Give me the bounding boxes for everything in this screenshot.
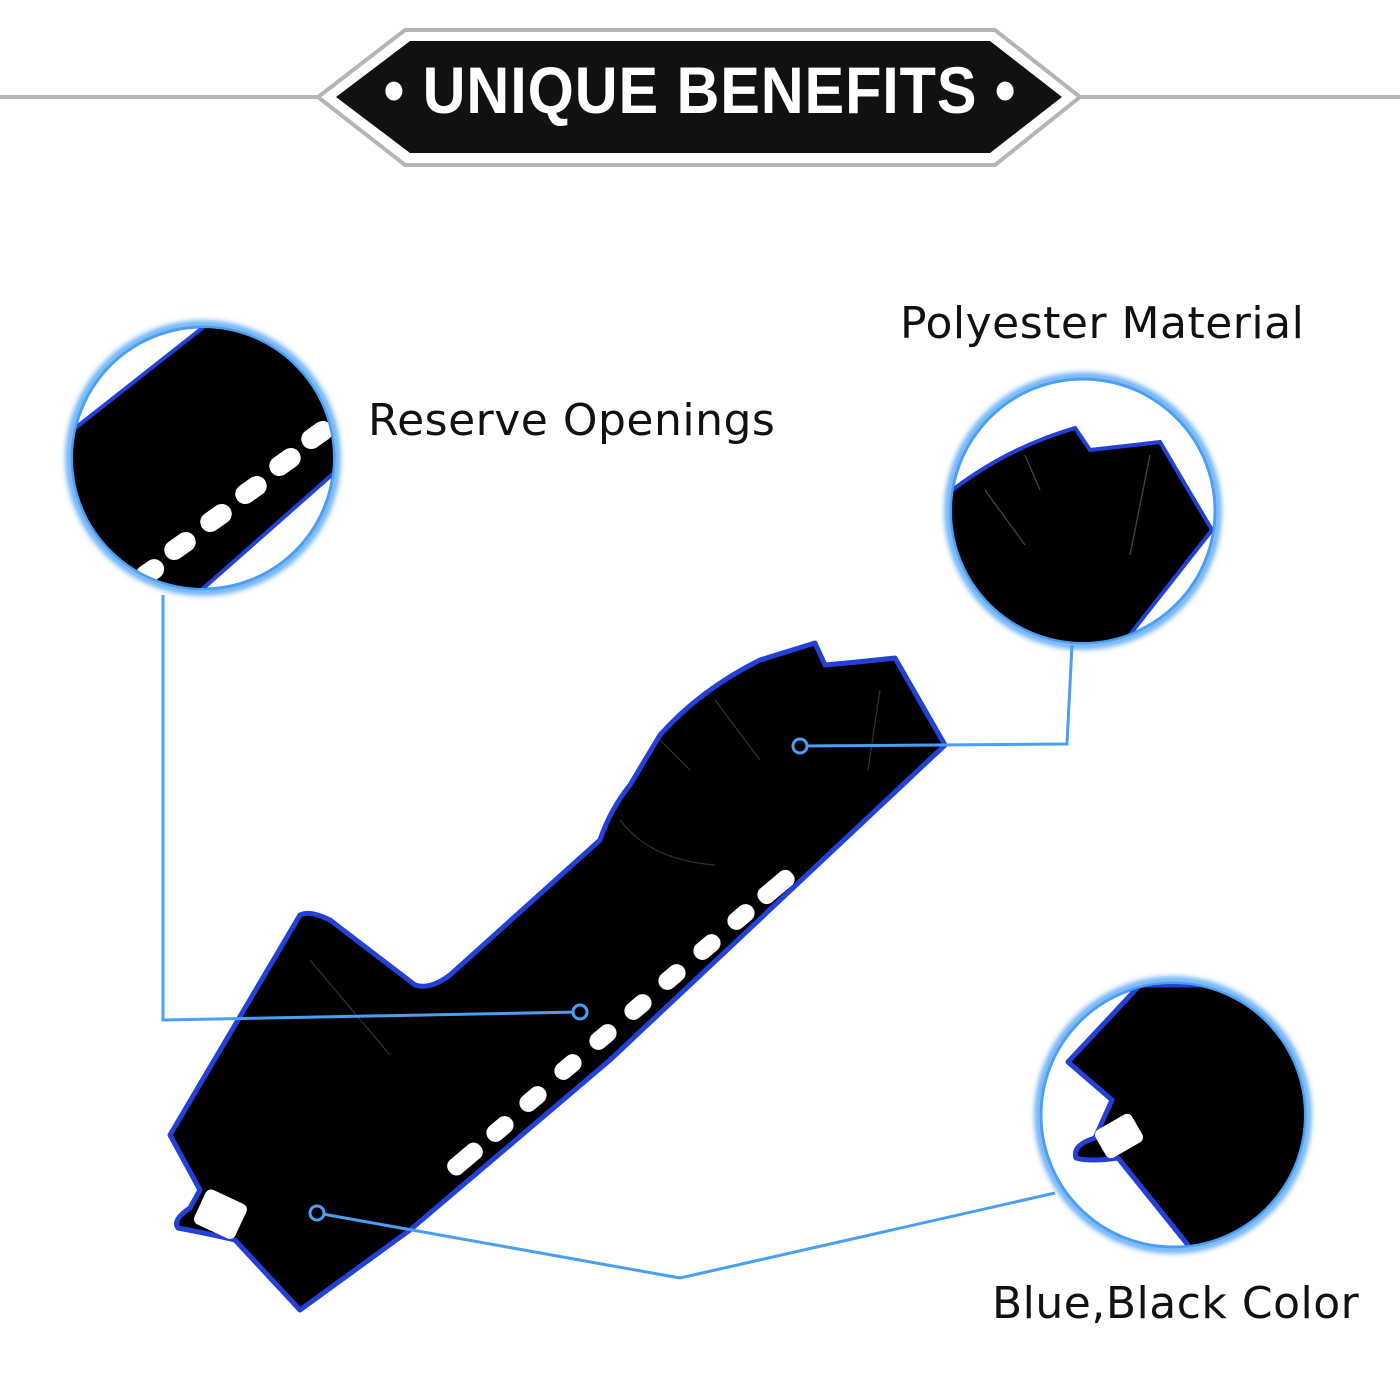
callout-label-polyester-material: Polyester Material: [900, 298, 1305, 349]
dashboard-mat: [167, 640, 948, 1313]
page-title: • UNIQUE BENEFITS •: [383, 53, 1017, 127]
leader-lines: [161, 595, 1074, 1280]
zoom-circle-blue-black-color: [1035, 977, 1311, 1253]
callout-label-reserve-openings: Reserve Openings: [368, 395, 776, 446]
callout-label-blue-black-color: Blue,Black Color: [992, 1278, 1360, 1329]
zoom-circle-reserve-openings: [66, 321, 340, 595]
reserve-openings: [194, 869, 795, 1239]
zoom-circle-polyester-material: [945, 373, 1221, 649]
header-banner: [0, 28, 1400, 167]
